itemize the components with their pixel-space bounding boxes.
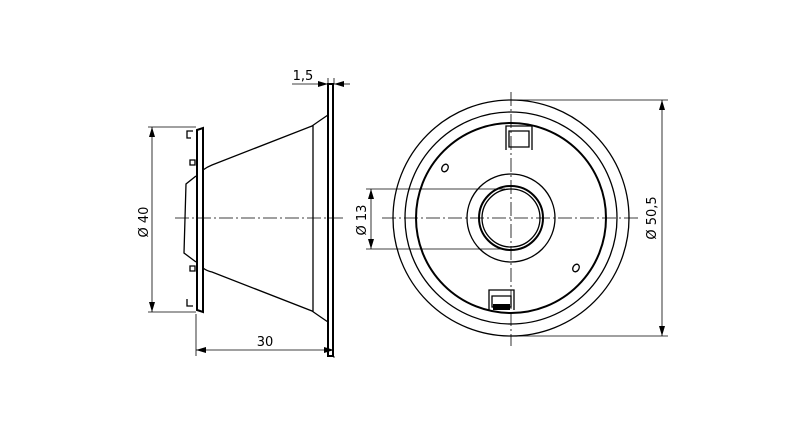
- flange-clips: [186, 130, 196, 307]
- rear-flange: [196, 126, 204, 314]
- top-clip: [505, 125, 533, 150]
- rear-hub: [183, 175, 197, 263]
- side-view: Ø 40 30 1,5: [137, 69, 350, 358]
- flange-circle: [404, 111, 618, 325]
- bore-circle: [478, 185, 544, 251]
- clip-hatching: [493, 304, 510, 310]
- vent-slot: [572, 263, 580, 273]
- dim-label-thickness-1-5: 1,5: [293, 69, 314, 84]
- cone-top-edge: [202, 114, 329, 171]
- front-flange: [327, 83, 334, 357]
- dim-label-diameter-13: Ø 13: [355, 205, 370, 236]
- vent-slot: [441, 163, 449, 173]
- bore-inner-circle: [481, 188, 541, 248]
- hub-circle: [466, 173, 556, 263]
- dim-label-diameter-50-5: Ø 50,5: [645, 196, 660, 239]
- front-view: Ø 13 Ø 50,5: [355, 92, 668, 346]
- cone-bottom-edge: [202, 267, 329, 323]
- dim-label-length-30: 30: [257, 335, 274, 350]
- dim-label-diameter-40: Ø 40: [137, 207, 152, 238]
- cone-circle: [415, 122, 607, 314]
